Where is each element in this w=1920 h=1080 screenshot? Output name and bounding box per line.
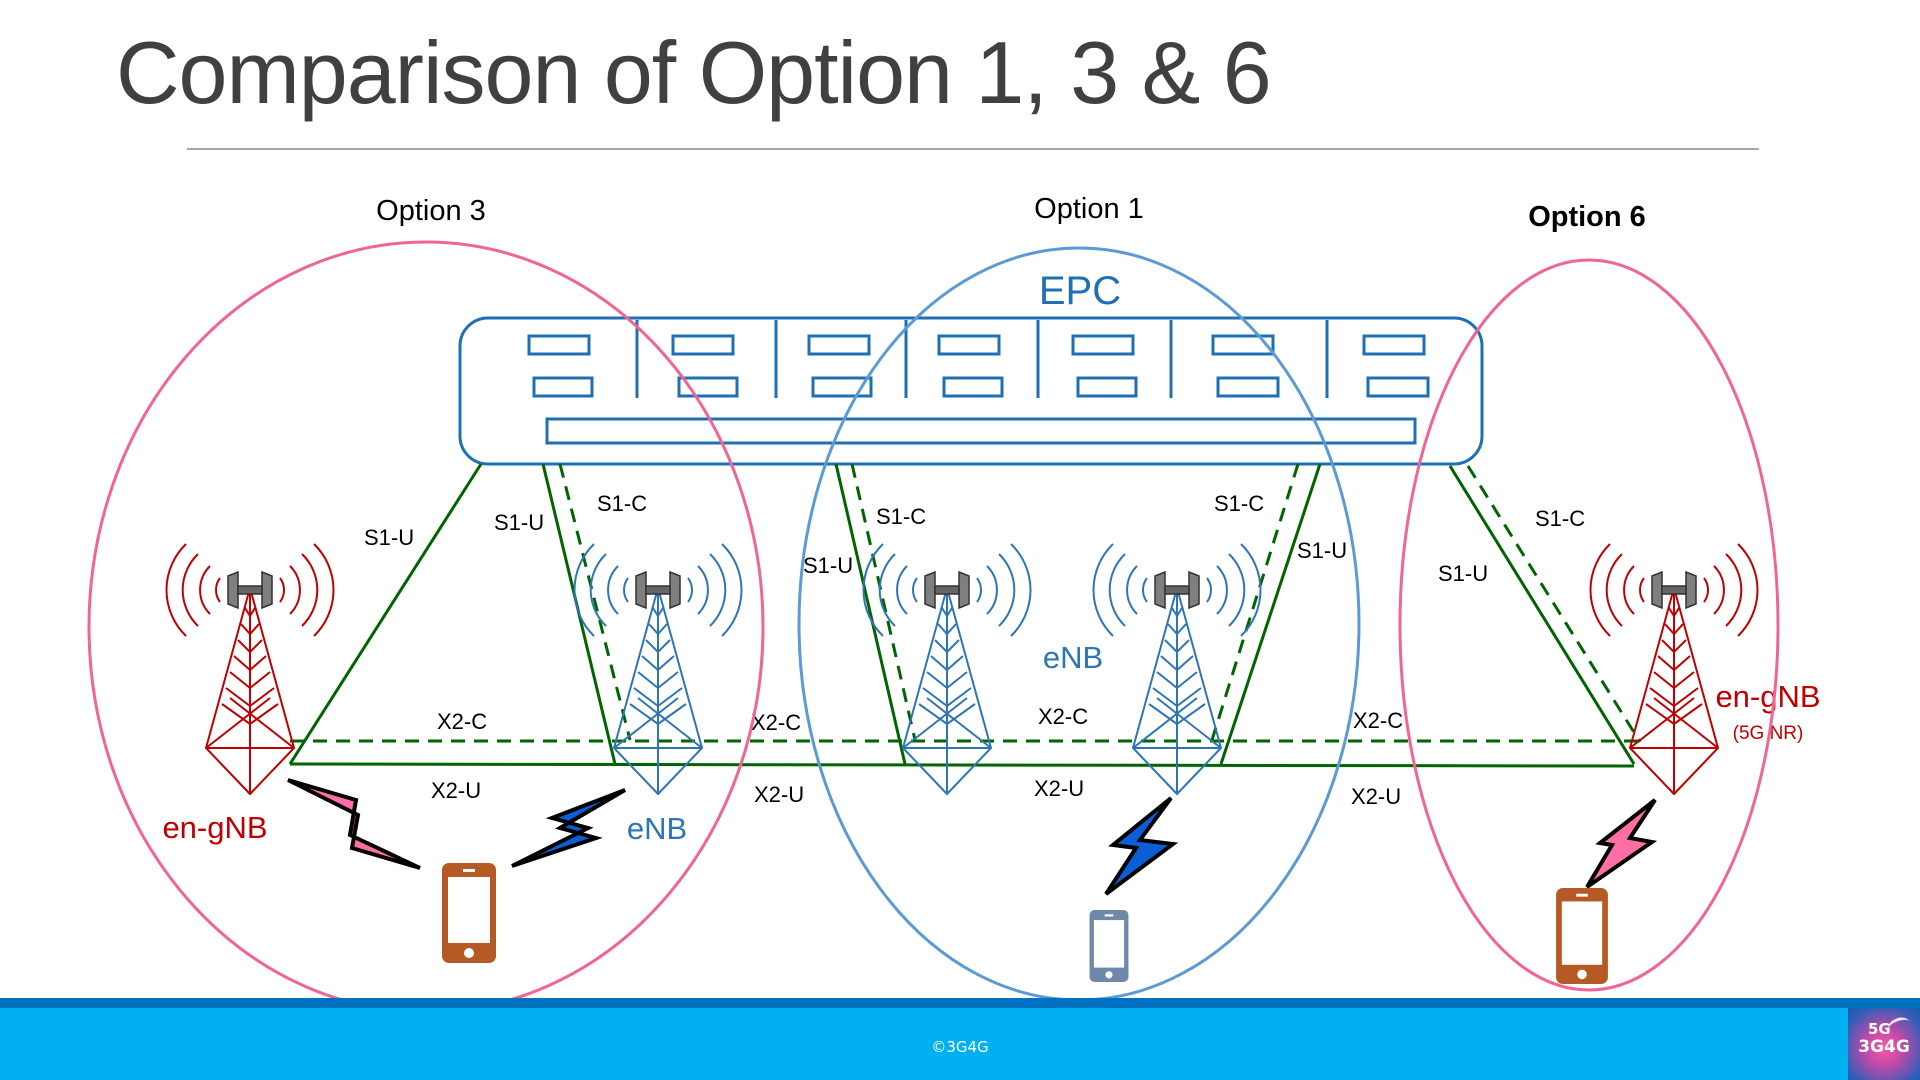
- s1u-label: S1-U: [364, 525, 414, 550]
- s1u-label: S1-U: [494, 510, 544, 535]
- ue-option3-phone-icon: [442, 863, 496, 963]
- s1c-link-enb-mid2: [1210, 463, 1300, 741]
- en-gnb-right-tower: [1589, 543, 1759, 795]
- epc-core-box: [458, 316, 1484, 466]
- s1u-link-engnb-right: [1448, 465, 1636, 765]
- option3-ring: [87, 240, 765, 1000]
- s1c-link-enb-left: [558, 463, 632, 741]
- s1c-label: S1-C: [1535, 506, 1585, 531]
- s1u-link-enb-mid1: [834, 463, 907, 765]
- s1u-link-enb-mid2: [1219, 463, 1322, 765]
- s1-links: [288, 463, 1642, 765]
- en-gnb-left-label: en-gNB: [162, 810, 267, 845]
- x2u-link: [289, 762, 1635, 768]
- option1-label: Option 1: [1034, 193, 1144, 225]
- logo-5g-text: 5G: [1868, 1020, 1891, 1038]
- en-gnb-left-tower: [165, 543, 335, 795]
- x2c-label: X2-C: [1353, 708, 1403, 733]
- copyright-text: ©3G4G: [931, 1038, 989, 1056]
- s1c-link-enb-mid1: [850, 463, 917, 741]
- s1u-label: S1-U: [803, 553, 853, 578]
- x2u-label: X2-U: [1351, 784, 1401, 809]
- s1c-label: S1-C: [597, 491, 647, 516]
- epc-label: EPC: [1039, 269, 1121, 313]
- nr-radio-link-option6: [1585, 798, 1658, 889]
- option6-ring: [1398, 258, 1780, 992]
- enb-left-tower: [573, 543, 743, 795]
- x2c-label: X2-C: [1038, 704, 1088, 729]
- x2u-label: X2-U: [1034, 776, 1084, 801]
- option1-ring: [797, 246, 1361, 1000]
- enb-mid1-tower: [862, 543, 1032, 795]
- x2u-label: X2-U: [754, 782, 804, 807]
- x2c-label: X2-C: [751, 710, 801, 735]
- en-gnb-right-label: en-gNB: [1715, 679, 1820, 714]
- logo-3g4g-text: 3G4G: [1858, 1037, 1910, 1057]
- option6-label: Option 6: [1528, 201, 1646, 233]
- nr-radio-link-option3: [287, 778, 421, 870]
- s1u-label: S1-U: [1297, 538, 1347, 563]
- x2c-label: X2-C: [437, 709, 487, 734]
- architecture-diagram: Option 3 Option 1 Option 6 EPC: [87, 193, 1821, 1000]
- s1u-label: S1-U: [1438, 561, 1488, 586]
- option3-label: Option 3: [376, 195, 486, 227]
- enb-middle-label: eNB: [1043, 640, 1103, 675]
- s1c-label: S1-C: [1214, 491, 1264, 516]
- s1c-link-engnb-right: [1466, 465, 1642, 743]
- lte-radio-link-option1: [1104, 796, 1179, 896]
- x2u-label: X2-U: [431, 778, 481, 803]
- footer-accent-bar: [0, 998, 1920, 1008]
- lte-radio-link-option3: [511, 788, 627, 868]
- ue-option1-phone-icon: [1089, 910, 1129, 982]
- s1u-link-engnb-left: [288, 463, 483, 765]
- s1c-label: S1-C: [876, 504, 926, 529]
- 3g4g-logo: 5G 3G4G: [1848, 1008, 1920, 1080]
- title-divider: [187, 148, 1759, 150]
- x2-links: [289, 739, 1640, 768]
- ue-option6-phone-icon: [1556, 888, 1608, 984]
- slide-title: Comparison of Option 1, 3 & 6: [116, 23, 1272, 122]
- footer-bar: [0, 1008, 1920, 1080]
- enb-left-label: eNB: [627, 811, 687, 846]
